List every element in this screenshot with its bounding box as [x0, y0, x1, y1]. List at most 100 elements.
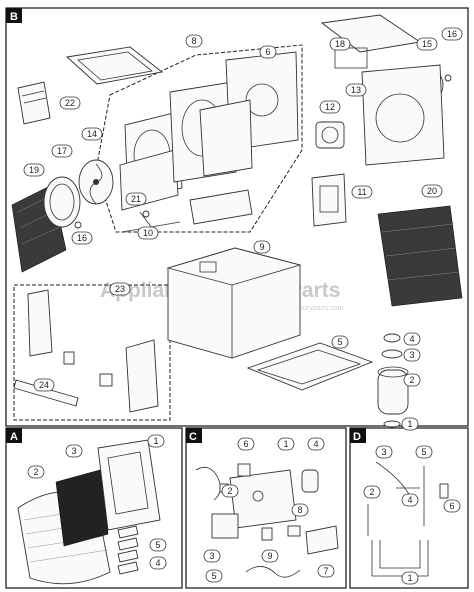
callout-c-2: 2	[221, 484, 239, 498]
callout-d-6: 6	[443, 499, 461, 513]
callout-bubble	[149, 556, 167, 570]
callout-number: 9	[259, 242, 264, 252]
callout-number: 19	[29, 165, 39, 175]
callout-b-15: 15	[416, 37, 438, 51]
section-letter-a: A	[10, 431, 18, 443]
refrigerant-tubing-d1	[371, 540, 429, 577]
callout-d-2: 2	[363, 485, 381, 499]
callout-number: 16	[77, 233, 87, 243]
evaporator-housing-part-13	[361, 64, 445, 166]
chassis-part	[119, 51, 299, 211]
wire-part-c5	[245, 566, 301, 578]
section-letter-d: D	[353, 431, 361, 443]
callout-number: 2	[409, 375, 414, 385]
control-bracket-part-23	[27, 289, 159, 413]
callout-number: 15	[422, 39, 432, 49]
section-tab-b: B	[6, 8, 22, 23]
callout-a-3: 3	[65, 444, 83, 458]
callout-b-22: 22	[59, 96, 81, 110]
compressor-assembly	[377, 333, 409, 428]
top-cover-part	[65, 46, 164, 85]
callout-number: 4	[313, 439, 318, 449]
callout-bubble	[345, 83, 367, 97]
section-letter-b: B	[10, 11, 18, 23]
air-filter-part-a3	[55, 469, 109, 547]
callout-b-16: 16	[71, 231, 93, 245]
callout-a-4: 4	[149, 556, 167, 570]
callout-b-19: 19	[23, 163, 45, 177]
callout-bubble	[51, 144, 73, 158]
callout-bubble	[329, 37, 351, 51]
callout-bubble	[401, 493, 419, 507]
callout-bubble	[259, 45, 277, 59]
louver-parts-a4	[117, 525, 139, 575]
callout-number: 21	[131, 194, 141, 204]
callout-b-10: 10	[137, 226, 159, 240]
callout-b-18: 18	[329, 37, 351, 51]
callout-d-3: 3	[375, 445, 393, 459]
callout-bubble	[319, 100, 341, 114]
callout-number: 9	[267, 551, 272, 561]
callout-bubble	[403, 348, 421, 362]
callout-d-5: 5	[415, 445, 433, 459]
section-letter-c: C	[189, 431, 197, 443]
callout-b-17: 17	[51, 144, 73, 158]
callout-b-20: 20	[421, 184, 443, 198]
callout-bubble	[125, 192, 147, 206]
callout-bubble	[277, 437, 295, 451]
valve-part-d6	[439, 483, 449, 499]
callout-b-6: 6	[259, 45, 277, 59]
callout-number: 20	[427, 186, 437, 196]
callout-b-1: 1	[401, 417, 419, 431]
callout-bubble	[291, 503, 309, 517]
section-tab-d: D	[350, 428, 366, 443]
screw-part-16	[444, 74, 452, 82]
callout-number: 14	[87, 129, 97, 139]
callout-bubble	[443, 499, 461, 513]
callout-b-9: 9	[253, 240, 271, 254]
callout-number: 8	[297, 505, 302, 515]
callout-b-8: 8	[185, 34, 203, 48]
switch-part-c3	[211, 513, 239, 539]
callout-bubble	[149, 538, 167, 552]
callout-bubble	[59, 96, 81, 110]
owners-manual-part	[17, 81, 51, 125]
callout-number: 12	[325, 102, 335, 112]
callout-number: 6	[449, 501, 454, 511]
callout-b-3: 3	[403, 348, 421, 362]
callout-number: 3	[71, 446, 76, 456]
base-pan-part-5	[246, 342, 374, 391]
callout-bubble	[403, 332, 421, 346]
callout-bubble	[351, 185, 373, 199]
callout-bubble	[109, 282, 131, 296]
callout-b-12: 12	[319, 100, 341, 114]
callout-bubble	[363, 485, 381, 499]
condenser-fan-blade	[78, 159, 114, 205]
callout-number: 3	[409, 350, 414, 360]
section-b-frame	[5, 7, 469, 427]
callout-number: 6	[265, 47, 270, 57]
callout-b-16: 16	[441, 27, 463, 41]
callout-number: 5	[155, 540, 160, 550]
callout-number: 2	[227, 486, 232, 496]
callout-b-4: 4	[403, 332, 421, 346]
callout-bubble	[65, 444, 83, 458]
callout-number: 3	[381, 447, 386, 457]
callout-b-2: 2	[403, 373, 421, 387]
callout-bubble	[221, 484, 239, 498]
callout-bubble	[416, 37, 438, 51]
callout-number: 4	[155, 558, 160, 568]
callout-number: 1	[407, 419, 412, 429]
callout-bubble	[81, 127, 103, 141]
callout-bubble	[33, 378, 55, 392]
callout-b-11: 11	[351, 185, 373, 199]
callout-bubble	[23, 163, 45, 177]
callout-bubble	[185, 34, 203, 48]
callout-number: 7	[323, 566, 328, 576]
section-tab-a: A	[6, 428, 22, 443]
callout-c-6: 6	[237, 437, 255, 451]
callout-d-1: 1	[401, 571, 419, 585]
callout-bubble	[375, 445, 393, 459]
